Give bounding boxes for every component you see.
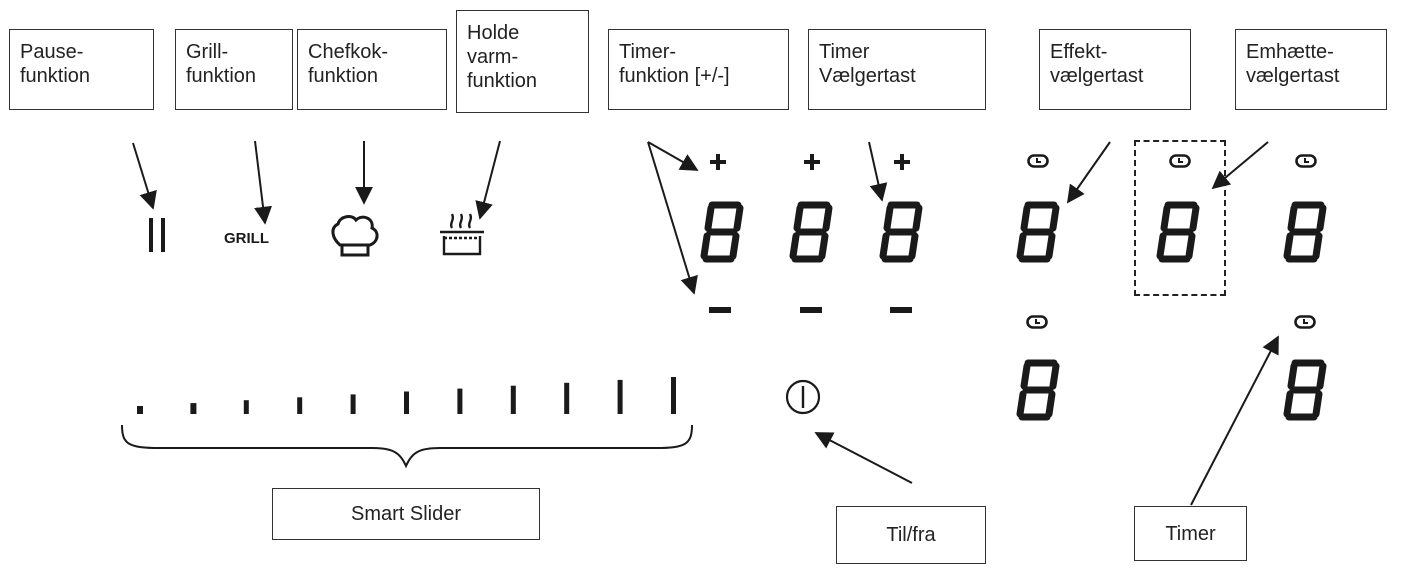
label-grill-function: Grill- funktion [175, 29, 293, 110]
pause-icon[interactable] [149, 218, 165, 252]
slider-segment[interactable] [297, 397, 303, 414]
timer-minus-3-icon[interactable] [890, 307, 912, 313]
clock-icon [1294, 315, 1316, 329]
label-timer-selector-text: Timer Vælgertast [819, 41, 916, 87]
arrow-pause [132, 142, 157, 210]
smart-slider[interactable] [137, 377, 676, 414]
arrow-timer [1190, 335, 1279, 506]
timer-plus-1-icon[interactable] [709, 153, 727, 171]
clock-icon [1169, 154, 1191, 168]
slider-segment[interactable] [243, 400, 249, 414]
label-hood-selector-text: Emhætte- vælgertast [1246, 41, 1340, 87]
label-on-off: Til/fra [836, 506, 986, 564]
clock-icon [1295, 154, 1317, 168]
slider-segment[interactable] [350, 394, 356, 414]
label-timer: Timer [1134, 506, 1247, 561]
slider-segment[interactable] [510, 385, 516, 414]
grill-icon[interactable]: GRILL [224, 230, 269, 247]
slider-segment[interactable] [457, 388, 463, 414]
label-pause-function: Pause- funktion [9, 29, 154, 110]
label-timer-text: Timer [1165, 522, 1216, 545]
slider-segment[interactable] [564, 382, 570, 414]
slider-segment[interactable] [137, 406, 143, 414]
label-on-off-text: Til/fra [886, 524, 936, 546]
timer-plus-3-icon[interactable] [893, 153, 911, 171]
arrow-timer-plus [647, 141, 699, 171]
zone-digit-1[interactable] [1020, 205, 1056, 259]
timer-plus-2-icon[interactable] [803, 153, 821, 171]
label-pause-text: Pause- funktion [20, 41, 91, 87]
label-grill-text: Grill- funktion [186, 41, 257, 87]
label-chef-text: Chefkok- funktion [308, 41, 389, 87]
timer-minus-2-icon[interactable] [800, 307, 822, 313]
label-keep-warm-text: Holde varm- funktion [467, 22, 538, 92]
arrow-timer-selector [868, 141, 888, 202]
label-timer-selector: Timer Vælgertast [808, 29, 986, 110]
clock-icon [1026, 315, 1048, 329]
slider-segment[interactable] [671, 377, 676, 414]
slider-segment[interactable] [617, 379, 623, 414]
slider-brace [121, 424, 693, 469]
arrow-power-selector [1066, 141, 1111, 204]
steaming-pot-icon[interactable] [440, 213, 484, 256]
label-timer-function-text: Timer- funktion [+/-] [619, 41, 730, 87]
zone-digit-4[interactable] [1020, 363, 1056, 417]
label-keep-warm-function: Holde varm- funktion [456, 10, 589, 113]
timer-digit-2 [793, 205, 829, 259]
slider-segment[interactable] [190, 403, 197, 414]
chef-hat-icon[interactable] [331, 215, 379, 257]
arrow-hood-selector [1211, 141, 1269, 190]
label-power-selector: Effekt- vælgertast [1039, 29, 1191, 110]
zone-digit-2[interactable] [1160, 205, 1196, 259]
slider-segment[interactable] [404, 391, 409, 415]
clock-icon [1027, 154, 1049, 168]
zone-digit-3[interactable] [1287, 205, 1323, 259]
label-hood-selector: Emhætte- vælgertast [1235, 29, 1387, 110]
label-smart-slider-text: Smart Slider [350, 503, 462, 525]
timer-digit-3 [883, 205, 919, 259]
hood-zone-frame [1134, 140, 1226, 296]
label-timer-function: Timer- funktion [+/-] [608, 29, 789, 110]
arrow-keep-warm [475, 140, 501, 220]
timer-minus-1-icon[interactable] [709, 307, 731, 313]
arrow-timer-minus [647, 141, 698, 295]
zone-digit-5[interactable] [1287, 363, 1323, 417]
label-chef-function: Chefkok- funktion [297, 29, 447, 110]
timer-digit-1 [704, 205, 740, 259]
label-smart-slider: Smart Slider [272, 488, 540, 540]
label-power-selector-text: Effekt- vælgertast [1050, 41, 1144, 87]
arrow-grill [254, 140, 272, 225]
arrow-on-off [814, 432, 913, 484]
power-icon[interactable] [785, 379, 821, 415]
